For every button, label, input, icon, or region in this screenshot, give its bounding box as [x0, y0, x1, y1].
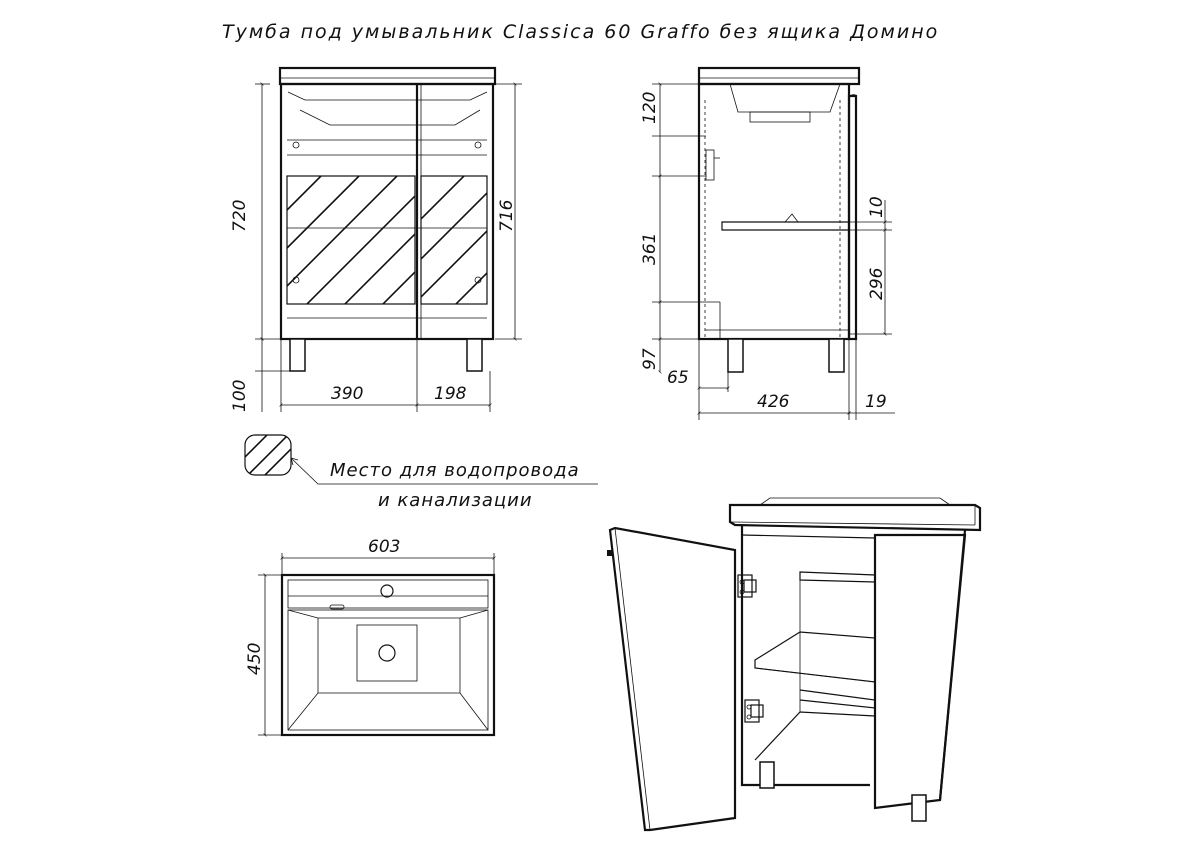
hinge-bottom	[744, 699, 764, 723]
dim-door-thickness: 19	[865, 392, 887, 412]
dim-total-height: 720	[230, 200, 250, 232]
front-view: 720 716 100 390 198	[230, 66, 522, 412]
iso-door-right	[873, 533, 967, 810]
perspective-view	[607, 497, 982, 832]
top-view: 603 450	[245, 537, 496, 737]
side-view: 120 361 97 10 296 65 426 19	[640, 66, 895, 420]
front-leg-right	[466, 338, 483, 372]
side-door	[847, 94, 858, 341]
dim-bottom-zone: 97	[640, 348, 660, 370]
dim-left-width: 390	[331, 384, 363, 404]
iso-shelf	[754, 631, 876, 683]
dim-right-width: 198	[434, 384, 467, 404]
front-countertop	[278, 66, 497, 86]
faucet-hole	[380, 584, 394, 598]
dim-top-zone: 120	[640, 92, 660, 124]
front-leg-left	[289, 338, 306, 372]
dim-leg-offset: 65	[667, 368, 689, 388]
drawing-title: Тумба под умывальник Classica 60 Graffo …	[222, 21, 939, 43]
dim-depth: 426	[757, 392, 790, 412]
dim-shelf-thickness: 10	[867, 196, 887, 218]
drain-hole	[378, 644, 396, 662]
iso-door-left	[608, 526, 737, 832]
dim-top-depth: 450	[245, 643, 265, 675]
iso-countertop	[728, 503, 982, 532]
side-countertop	[697, 66, 861, 86]
dim-top-width: 603	[368, 537, 400, 557]
dim-leg-height: 100	[230, 380, 250, 412]
legend-text-line2: и канализации	[378, 490, 533, 511]
iso-leg-1	[759, 761, 775, 789]
legend: Место для водопровода и канализации	[244, 434, 598, 511]
front-body	[279, 82, 495, 341]
dim-shelf-height: 296	[867, 267, 887, 300]
side-leg-right	[828, 338, 845, 373]
hinge-top	[737, 574, 757, 598]
dim-middle-zone: 361	[640, 233, 660, 265]
dim-body-height: 716	[497, 199, 517, 232]
legend-text-line1: Место для водопровода	[330, 460, 580, 481]
side-leg-left	[727, 338, 744, 373]
top-outline	[280, 573, 496, 737]
iso-leg-2	[911, 794, 927, 822]
